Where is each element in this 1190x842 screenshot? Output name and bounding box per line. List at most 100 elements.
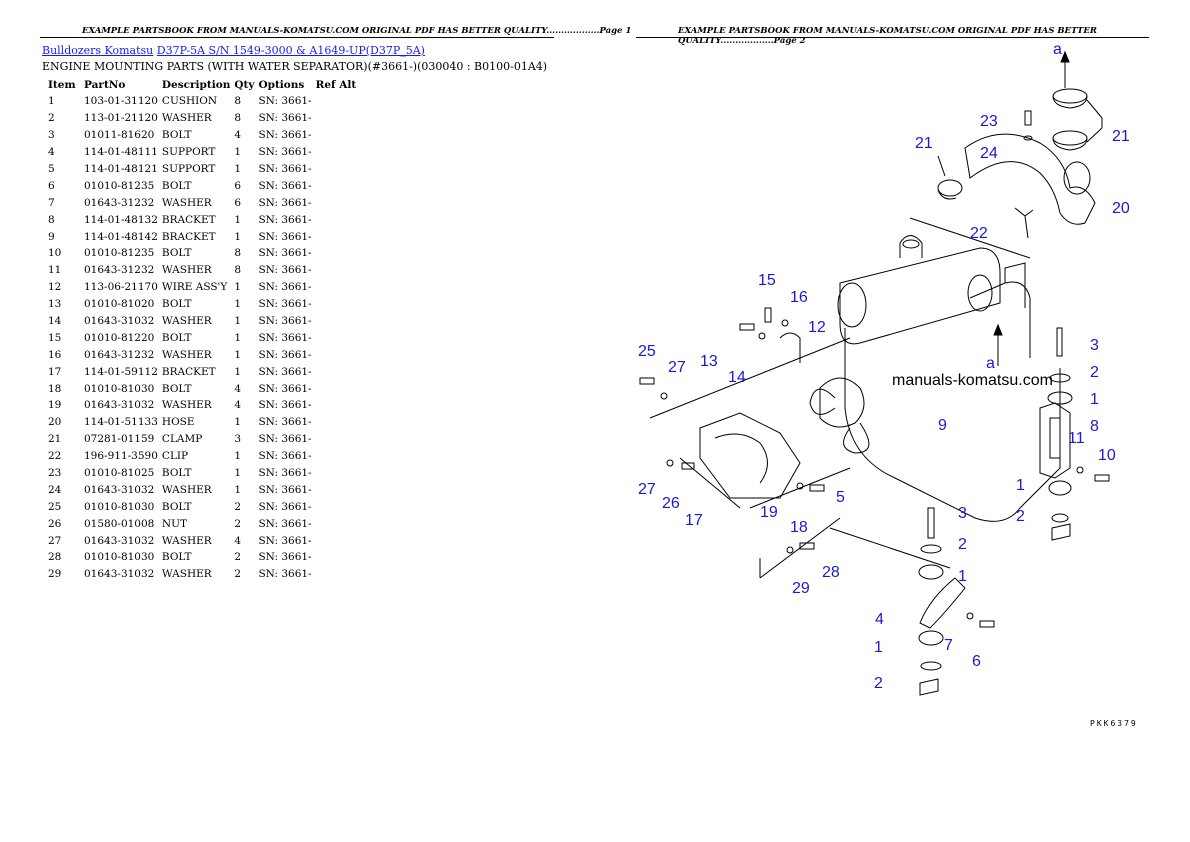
qty-cell: 1	[234, 483, 242, 496]
partno-cell: 114-01-48111	[84, 146, 158, 159]
item-cell: 2	[48, 112, 55, 125]
qty-cell: 1	[234, 230, 242, 243]
options-cell: SN: 3661-	[258, 483, 312, 496]
item-cell: 10	[48, 247, 62, 260]
description-cell: CLAMP	[161, 433, 203, 446]
breadcrumb-link-model[interactable]: D37P-5A S/N 1549-3000 & A1649-UP(D37P_5A…	[156, 44, 425, 57]
column-header-options: Options	[258, 78, 305, 91]
ref-alt-cell	[316, 532, 361, 549]
watermark: manuals-komatsu.com	[892, 372, 1053, 389]
callout-18: 18	[790, 519, 808, 536]
item-cell: 15	[48, 331, 62, 344]
description-cell: BRACKET	[161, 365, 216, 378]
page-header-right: EXAMPLE PARTSBOOK FROM MANUALS-KOMATSU.C…	[678, 26, 1097, 46]
ref-alt-cell	[316, 380, 361, 397]
ref-alt-cell	[316, 313, 361, 330]
description-cell: WASHER	[161, 534, 212, 547]
item-cell: 17	[48, 365, 62, 378]
ref-alt-cell	[316, 414, 361, 431]
qty-cell: 4	[234, 382, 242, 395]
options-cell: SN: 3661-	[258, 163, 312, 175]
description-cell: NUT	[161, 517, 187, 530]
description-cell: BOLT	[161, 129, 192, 142]
options-cell: SN: 3661-	[258, 534, 312, 547]
options-cell: SN: 3661-	[258, 264, 312, 277]
description-cell: CLIP	[161, 450, 189, 463]
qty-cell: 1	[234, 298, 242, 311]
options-cell: SN: 3661-	[258, 500, 312, 513]
callout-21-right: 21	[1112, 128, 1130, 145]
ref-alt-cell	[316, 194, 361, 211]
qty-cell: 1	[234, 467, 242, 480]
qty-cell: 1	[234, 416, 242, 429]
qty-cell: 6	[234, 179, 242, 192]
callout-16: 16	[790, 289, 808, 306]
item-cell: 25	[48, 500, 62, 513]
ref-alt-cell	[316, 262, 361, 279]
options-cell: SN: 3661-	[258, 399, 312, 412]
partno-cell: 01010-81030	[84, 551, 155, 564]
partno-cell: 01010-81030	[84, 382, 155, 395]
qty-cell: 1	[234, 348, 242, 361]
column-header-qty: Qty	[234, 78, 255, 91]
description-cell: BOLT	[161, 247, 192, 260]
description-cell: WASHER	[161, 112, 212, 125]
description-cell: BOLT	[161, 331, 192, 344]
description-cell: HOSE	[161, 416, 195, 429]
qty-cell: 4	[234, 534, 242, 547]
ref-alt-cell	[316, 177, 361, 194]
qty-cell: 6	[234, 196, 242, 209]
qty-cell: 1	[234, 450, 242, 463]
callout-5: 5	[836, 489, 845, 506]
options-cell: SN: 3661-	[258, 298, 312, 311]
item-cell: 27	[48, 534, 62, 547]
table-header-row: Item PartNo Description Qty Options Ref …	[42, 76, 360, 93]
callout-11: 11	[1068, 430, 1085, 447]
callout-2-right: 2	[1090, 364, 1099, 381]
ref-alt-cell	[316, 228, 361, 245]
callout-7: 7	[944, 637, 953, 654]
item-cell: 3	[48, 129, 55, 142]
item-cell: 28	[48, 551, 62, 564]
ref-alt-cell	[316, 481, 361, 498]
ref-alt-cell	[316, 211, 361, 228]
diagram-line-art	[639, 50, 1110, 696]
description-cell: WASHER	[161, 196, 212, 209]
item-cell: 21	[48, 433, 62, 446]
qty-cell: 1	[234, 331, 242, 344]
ref-alt-cell	[316, 431, 361, 448]
callout-29: 29	[792, 580, 810, 597]
partno-cell: 01580-01008	[84, 517, 155, 530]
callout-3-bottom: 3	[958, 505, 967, 522]
callout-17: 17	[685, 512, 703, 529]
ref-alt-cell	[316, 397, 361, 414]
qty-cell: 3	[234, 433, 242, 446]
qty-cell: 2	[234, 551, 242, 564]
column-header-description: Description	[161, 78, 231, 91]
breadcrumb-link-category[interactable]: Bulldozers Komatsu	[42, 44, 154, 57]
item-cell: 13	[48, 298, 62, 311]
qty-cell: 1	[234, 146, 242, 159]
item-cell: 1	[48, 95, 55, 108]
partno-cell: 01010-81235	[84, 247, 155, 260]
description-cell: SUPPORT	[161, 146, 216, 159]
callout-label-a: a	[1053, 41, 1062, 58]
options-cell: SN: 3661-	[258, 196, 312, 209]
callout-1-bottom: 1	[958, 568, 967, 585]
diagram-callouts: a a 23 21 24 21 20 22 15 16 12 13 14 25 …	[638, 41, 1130, 692]
partno-cell: 196-911-3590	[84, 450, 158, 463]
description-cell: WASHER	[161, 348, 212, 361]
description-cell: BOLT	[161, 500, 192, 513]
options-cell: SN: 3661-	[258, 213, 312, 226]
